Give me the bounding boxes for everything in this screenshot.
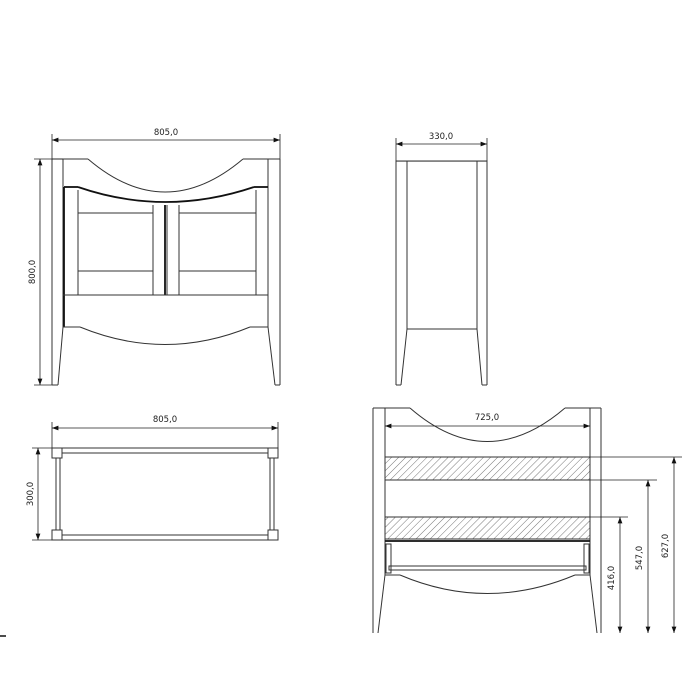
- shelf-height-416-label: 416,0: [607, 566, 617, 590]
- side-view: 330,0: [395, 132, 488, 386]
- top-view: 805,0 300,0: [26, 415, 279, 541]
- top-width-label: 805,0: [153, 415, 177, 425]
- upper-shelf: [384, 456, 591, 481]
- section-view: 725,0 627,0 547,0 416,0: [372, 407, 682, 634]
- shelf-height-627-label: 627,0: [661, 534, 671, 558]
- shelf-height-547-label: 547,0: [635, 546, 645, 570]
- lower-shelf: [384, 516, 591, 540]
- top-depth-label: 300,0: [26, 482, 36, 506]
- inner-width-label: 725,0: [475, 413, 499, 423]
- side-depth-label: 330,0: [429, 132, 453, 142]
- front-width-label: 805,0: [154, 128, 178, 138]
- front-view: 805,0 800,0: [28, 128, 281, 386]
- front-height-label: 800,0: [28, 260, 38, 284]
